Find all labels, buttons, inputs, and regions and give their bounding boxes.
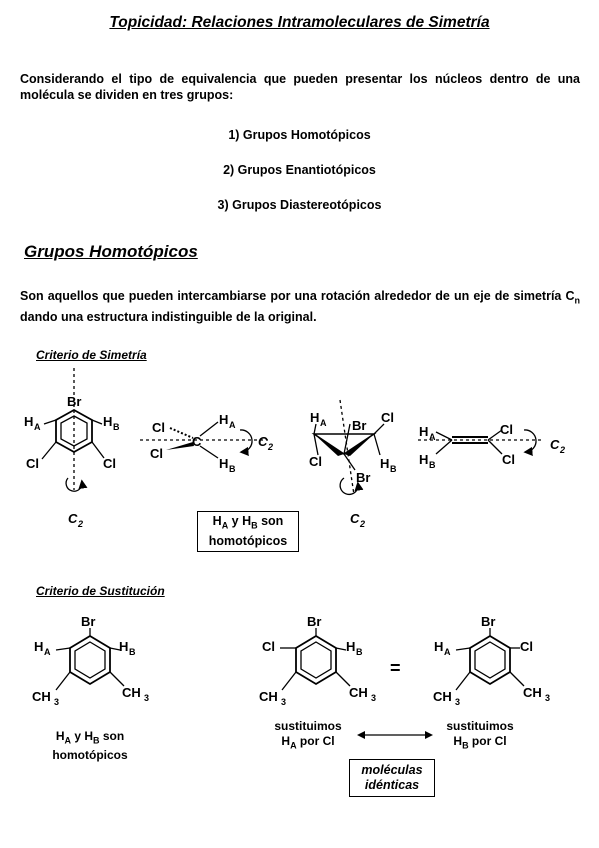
svg-text:H: H — [419, 424, 428, 439]
molecule-cyclopropane: H A Br Cl Cl H B Br C 2 — [309, 399, 397, 529]
molecule-alkene: H A H B Cl Cl C 2 — [418, 422, 565, 470]
svg-text:2: 2 — [359, 519, 365, 529]
double-arrow — [357, 731, 433, 739]
svg-text:H: H — [380, 456, 389, 471]
svg-text:H: H — [434, 639, 443, 654]
svg-text:Cl: Cl — [152, 420, 165, 435]
svg-text:A: A — [44, 647, 51, 657]
group-item-2: 2) Grupos Enantiotópicos — [223, 163, 376, 177]
group-item-3: 3) Grupos Diastereotópicos — [217, 198, 382, 212]
svg-text:3: 3 — [54, 697, 59, 707]
left-caption: HA y HB son homotópicos — [52, 729, 128, 763]
svg-text:B: B — [390, 464, 397, 474]
svg-text:Cl: Cl — [502, 452, 515, 467]
svg-text:2: 2 — [559, 445, 565, 455]
atom-c-center: C — [192, 434, 202, 449]
svg-text:B: B — [129, 647, 136, 657]
svg-text:Cl: Cl — [381, 410, 394, 425]
svg-text:A: A — [444, 647, 451, 657]
svg-text:Cl: Cl — [309, 454, 322, 469]
svg-text:B: B — [429, 460, 436, 470]
svg-text:CH: CH — [433, 689, 452, 704]
svg-text:Cl: Cl — [150, 446, 163, 461]
svg-text:2: 2 — [267, 442, 273, 452]
svg-text:CH: CH — [259, 689, 278, 704]
svg-text:Br: Br — [481, 614, 495, 629]
svg-text:Br: Br — [356, 470, 370, 485]
svg-text:C: C — [350, 511, 360, 526]
svg-text:3: 3 — [144, 693, 149, 703]
molecule-sustitucion-hb: Br H A Cl CH 3 CH 3 — [433, 614, 550, 707]
section-title: Grupos Homotópicos — [24, 242, 198, 261]
svg-text:3: 3 — [545, 693, 550, 703]
svg-text:CH: CH — [32, 689, 51, 704]
page-title: Topicidad: Relaciones Intramoleculares d… — [109, 14, 490, 31]
atom-hb-sub: B — [113, 422, 120, 432]
sustitucion-hb-label: sustituimos HB por Cl — [446, 719, 514, 751]
substitution-diagram: Br H A H B CH 3 CH 3 Br Cl H B CH 3 CH 3… — [32, 614, 550, 707]
svg-text:H: H — [310, 410, 319, 425]
svg-text:B: B — [356, 647, 363, 657]
group-item-1: 1) Grupos Homotópicos — [228, 128, 371, 142]
identicas-box: moléculas idénticas — [349, 759, 435, 797]
atom-cl-right: Cl — [103, 456, 116, 471]
svg-text:B: B — [229, 464, 236, 474]
svg-text:H: H — [119, 639, 128, 654]
svg-text:CH: CH — [523, 685, 542, 700]
atom-ha-sub: A — [34, 422, 41, 432]
svg-text:Cl: Cl — [520, 639, 533, 654]
svg-text:3: 3 — [455, 697, 460, 707]
svg-text:CH: CH — [122, 685, 141, 700]
svg-text:3: 3 — [371, 693, 376, 703]
svg-text:Br: Br — [307, 614, 321, 629]
sustitucion-ha-label: sustituimos HA por Cl — [274, 719, 342, 751]
c2-label-1: C — [68, 511, 78, 526]
svg-text:A: A — [229, 420, 236, 430]
svg-text:H: H — [219, 456, 228, 471]
molecule-benzene-1: Br H A H B Cl Cl C 2 — [24, 368, 120, 529]
svg-text:H: H — [219, 412, 228, 427]
atom-ha: H — [24, 414, 33, 429]
svg-text:Cl: Cl — [500, 422, 513, 437]
symmetry-diagram: Br H A H B Cl Cl C 2 C Cl Cl H A H B C 2 — [24, 368, 565, 529]
svg-text:CH: CH — [349, 685, 368, 700]
molecule-tetrahedral: C Cl Cl H A H B C 2 — [140, 412, 273, 474]
homotopic-box: HA y HB son homotópicos — [197, 511, 299, 552]
atom-br: Br — [67, 394, 81, 409]
svg-text:H: H — [419, 452, 428, 467]
equals-sign: = — [390, 658, 401, 678]
atom-cl-left: Cl — [26, 456, 39, 471]
definition-paragraph: Son aquellos que pueden intercambiarse p… — [20, 289, 580, 324]
criterio-sustitucion-heading: Criterio de Sustitución — [36, 584, 165, 598]
molecule-sustitucion-original: Br H A H B CH 3 CH 3 — [32, 614, 149, 707]
svg-text:C: C — [258, 434, 268, 449]
svg-text:C: C — [550, 437, 560, 452]
svg-text:H: H — [346, 639, 355, 654]
svg-text:Br: Br — [352, 418, 366, 433]
criterio-simetria-heading: Criterio de Simetría — [36, 348, 147, 362]
svg-text:2: 2 — [77, 519, 83, 529]
atom-hb: H — [103, 414, 112, 429]
svg-text:A: A — [320, 418, 327, 428]
svg-text:3: 3 — [281, 697, 286, 707]
svg-text:Cl: Cl — [262, 639, 275, 654]
svg-text:H: H — [34, 639, 43, 654]
intro-paragraph: Considerando el tipo de equivalencia que… — [20, 72, 580, 102]
molecule-sustitucion-ha: Br Cl H B CH 3 CH 3 — [259, 614, 376, 707]
svg-text:A: A — [429, 432, 436, 442]
svg-text:Br: Br — [81, 614, 95, 629]
